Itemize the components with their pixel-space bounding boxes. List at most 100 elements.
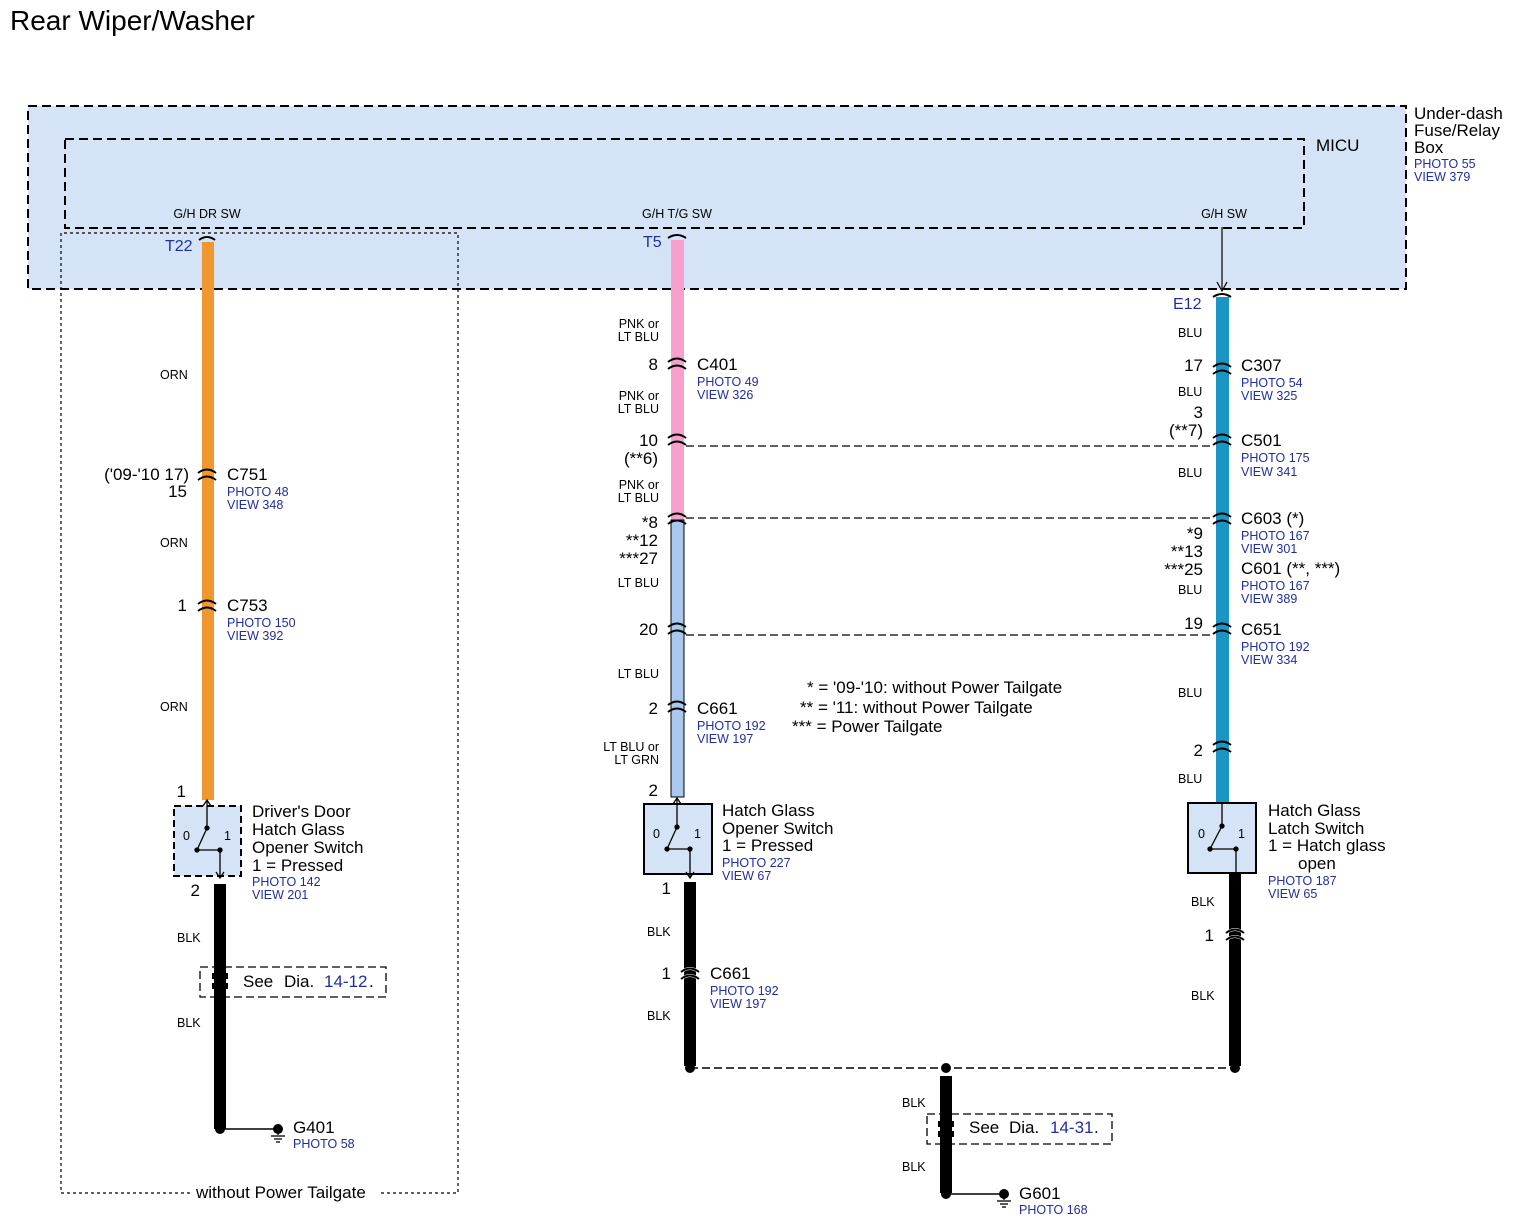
c307-pin: 17 (1184, 356, 1203, 375)
c753-photo[interactable]: PHOTO 150 (227, 616, 296, 630)
wire-blu[interactable] (1216, 297, 1229, 803)
micu-box (64, 138, 1305, 229)
left-switch-view[interactable]: VIEW 201 (252, 888, 308, 902)
fuse-box-photo[interactable]: PHOTO 55 (1414, 157, 1476, 171)
see-dia-mark-bottom (212, 983, 228, 989)
c401-view[interactable]: VIEW 326 (697, 388, 753, 402)
c751-view[interactable]: VIEW 348 (227, 498, 283, 512)
right-switch-name-4: open (1298, 854, 1336, 873)
c661b-view[interactable]: VIEW 197 (710, 997, 766, 1011)
fuse-box-label-2: Fuse/Relay (1414, 121, 1500, 140)
fuse-box-view[interactable]: VIEW 379 (1414, 170, 1470, 184)
c661-photo[interactable]: PHOTO 192 (697, 719, 766, 733)
see-dia-bottom-ref[interactable]: 14-31 (1050, 1118, 1093, 1137)
right-switch-view[interactable]: VIEW 65 (1268, 887, 1317, 901)
g401-photo[interactable]: PHOTO 58 (293, 1137, 355, 1151)
note-1: * = '09-'10: without Power Tailgate (807, 678, 1062, 697)
c661-pin: 2 (649, 699, 658, 718)
wire-label-blk-left-1: BLK (177, 931, 201, 945)
inline-pin-right: 2 (1194, 741, 1203, 760)
page-title: Rear Wiper/Washer (10, 5, 255, 36)
c601-view[interactable]: VIEW 389 (1241, 592, 1297, 606)
wire-label-mid-3a: PNK or (619, 478, 659, 492)
left-switch-name-1: Driver's Door (252, 802, 351, 821)
ground-icon (271, 1129, 285, 1143)
mid-switch-photo[interactable]: PHOTO 227 (722, 856, 791, 870)
left-switch-name-2: Hatch Glass (252, 820, 345, 839)
c601-photo[interactable]: PHOTO 167 (1241, 579, 1310, 593)
c501-photo[interactable]: PHOTO 175 (1241, 451, 1310, 465)
c307-view[interactable]: VIEW 325 (1241, 389, 1297, 403)
wire-blk-right[interactable] (1229, 873, 1241, 1066)
wire-label-mid-2a: PNK or (619, 389, 659, 403)
hatch-glass-opener-switch[interactable] (643, 803, 713, 875)
wire-label-blu-1: BLU (1178, 326, 1202, 340)
left-switch-photo[interactable]: PHOTO 142 (252, 875, 321, 889)
wire-orn[interactable] (202, 242, 214, 800)
wire-label-orn-1: ORN (160, 368, 188, 382)
c60x-right-pin-3: ***25 (1164, 560, 1203, 579)
wire-blk-left[interactable] (214, 884, 226, 1129)
c661-view[interactable]: VIEW 197 (697, 732, 753, 746)
mid-switch-pos0: 0 (653, 827, 660, 841)
wire-label-blu-2: BLU (1178, 385, 1202, 399)
c603-view[interactable]: VIEW 301 (1241, 542, 1297, 556)
c753-name: C753 (227, 596, 268, 615)
connector-inline-mark (1212, 740, 1232, 753)
mid-switch-view[interactable]: VIEW 67 (722, 869, 771, 883)
right-switch-photo[interactable]: PHOTO 187 (1268, 874, 1337, 888)
right-switch-pos1: 1 (1238, 827, 1245, 841)
mid-switch-pin-top: 2 (649, 781, 658, 800)
left-switch-name-4: 1 = Pressed (252, 856, 343, 875)
wire-label-blu-5: BLU (1178, 686, 1202, 700)
c603-photo[interactable]: PHOTO 167 (1241, 529, 1310, 543)
c501-name: C501 (1241, 431, 1282, 450)
wire-label-mid-1a: PNK or (619, 317, 659, 331)
c661b-photo[interactable]: PHOTO 192 (710, 984, 779, 998)
without-power-tailgate-box (60, 232, 459, 1194)
right-switch-name-2: Latch Switch (1268, 819, 1364, 838)
see-dia-mark-top (938, 1121, 954, 1127)
see-dia-left-ref[interactable]: 14-12 (324, 972, 367, 991)
see-dia-left-prefix: See (243, 972, 273, 991)
right-switch-name-3: 1 = Hatch glass (1268, 836, 1386, 855)
c751-name: C751 (227, 465, 268, 484)
c753-view[interactable]: VIEW 392 (227, 629, 283, 643)
connector-right-inline2-mark (1225, 928, 1245, 941)
g401-name: G401 (293, 1118, 335, 1137)
wire-label-mid-2b: LT BLU (618, 402, 659, 416)
mid-switch-name-1: Hatch Glass (722, 801, 815, 820)
connector-c651-mark (1212, 622, 1232, 635)
c501-pin-2: (**7) (1169, 421, 1203, 440)
g601-photo[interactable]: PHOTO 168 (1019, 1203, 1088, 1217)
fuse-box-label-3: Box (1414, 138, 1444, 157)
connector-c751-mark (197, 468, 217, 481)
wire-label-mid-6b: LT GRN (614, 753, 659, 767)
terminal-t22: T22 (165, 238, 193, 255)
connector-c651-mid-mark (667, 622, 687, 635)
c751-photo[interactable]: PHOTO 48 (227, 485, 289, 499)
splice-right (1230, 1063, 1240, 1073)
ground-icon (997, 1194, 1011, 1208)
see-dia-mark-bottom (938, 1131, 954, 1137)
left-switch-pos1: 1 (224, 829, 231, 843)
c307-photo[interactable]: PHOTO 54 (1241, 376, 1303, 390)
wire-pnk-or-lt-blu[interactable] (671, 240, 684, 520)
c401-photo[interactable]: PHOTO 49 (697, 375, 759, 389)
wire-lt-blu[interactable] (670, 519, 685, 798)
c603-name: C603 (*) (1241, 509, 1304, 528)
c401-name: C401 (697, 355, 738, 374)
connector-c753-mark (197, 599, 217, 612)
c651-mid-pin: 20 (639, 620, 658, 639)
c501-view[interactable]: VIEW 341 (1241, 465, 1297, 479)
connector-c501-mid-mark (667, 433, 687, 446)
mid-switch-name-2: Opener Switch (722, 819, 834, 838)
splice-mid (685, 1063, 695, 1073)
c651-photo[interactable]: PHOTO 192 (1241, 640, 1310, 654)
terminal-mark-e12 (1212, 293, 1232, 298)
left-switch-pos0: 0 (183, 829, 190, 843)
c651-view[interactable]: VIEW 334 (1241, 653, 1297, 667)
c661b-pin: 1 (662, 964, 671, 983)
see-dia-bottom-prefix: See (969, 1118, 999, 1137)
